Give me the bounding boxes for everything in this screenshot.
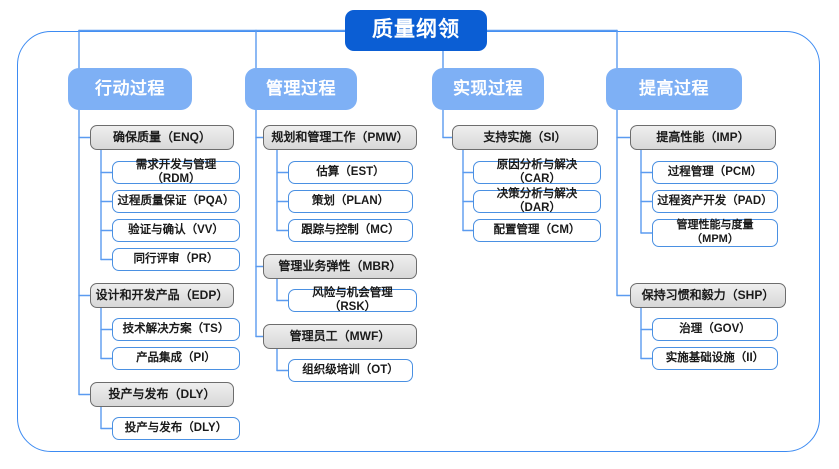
leaf-node-label: 产品集成（PI） [136,351,216,364]
leaf-node-label: 过程管理（PCM） [667,165,763,178]
leaf-node-label: 决策分析与解决（DAR） [496,188,578,214]
column-header[interactable]: 行动过程 [68,68,192,110]
group-node[interactable]: 提高性能（IMP） [630,125,776,150]
leaf-node[interactable]: 估算（EST） [288,161,413,184]
leaf-node-label: 风险与机会管理（RSK） [312,287,393,313]
group-node[interactable]: 保持习惯和毅力（SHP） [630,283,786,308]
group-node[interactable]: 确保质量（ENQ） [90,125,234,150]
leaf-node[interactable]: 投产与发布（DLY） [112,417,240,440]
group-node[interactable]: 管理员工（MWF） [263,324,417,349]
column-header-label: 行动过程 [95,79,165,99]
group-node-label: 保持习惯和毅力（SHP） [641,287,775,302]
root-node-quality-program[interactable]: 质量纲领 [345,10,487,51]
group-node-label: 管理业务弹性（MBR） [278,258,402,273]
leaf-node-label: 估算（EST） [316,165,385,178]
leaf-node[interactable]: 决策分析与解决（DAR） [473,188,601,214]
column-header-label: 实现过程 [453,79,523,99]
leaf-node-label: 过程资产开发（PAD） [657,194,773,207]
leaf-node-label: 过程质量保证（PQA） [117,194,235,207]
group-node[interactable]: 规划和管理工作（PMW） [263,125,417,150]
column-header[interactable]: 管理过程 [245,68,357,110]
group-node[interactable]: 管理业务弹性（MBR） [263,254,417,279]
leaf-node[interactable]: 实施基础设施（II） [652,347,778,370]
leaf-node-label: 管理性能与度量 （MPM） [676,219,754,245]
group-node-label: 投产与发布（DLY） [108,386,216,401]
group-node-label: 管理员工（MWF） [289,328,391,343]
leaf-node[interactable]: 需求开发与管理（RDM） [112,159,240,185]
leaf-node[interactable]: 跟踪与控制（MC） [288,219,413,242]
group-node-label: 支持实施（SI） [483,129,567,144]
group-node-label: 提高性能（IMP） [656,129,750,144]
column-header-label: 提高过程 [639,79,709,99]
leaf-node[interactable]: 过程质量保证（PQA） [112,190,240,213]
leaf-node[interactable]: 配置管理（CM） [473,219,601,242]
leaf-node-label: 策划（PLAN） [311,194,390,207]
leaf-node[interactable]: 风险与机会管理（RSK） [288,287,417,313]
leaf-node[interactable]: 组织级培训（OT） [288,359,413,382]
leaf-node-label: 原因分析与解决（CAR） [496,159,578,185]
leaf-node[interactable]: 管理性能与度量 （MPM） [652,219,778,247]
leaf-node[interactable]: 过程管理（PCM） [652,161,778,184]
leaf-node-label: 跟踪与控制（MC） [301,223,400,236]
group-node-label: 规划和管理工作（PMW） [271,129,409,144]
leaf-node[interactable]: 产品集成（PI） [112,347,240,370]
column-header-label: 管理过程 [266,79,336,99]
leaf-node[interactable]: 过程资产开发（PAD） [652,190,778,213]
leaf-node[interactable]: 原因分析与解决（CAR） [473,159,601,185]
leaf-node[interactable]: 治理（GOV） [652,318,778,341]
leaf-node[interactable]: 技术解决方案（TS） [112,318,240,341]
leaf-node-label: 配置管理（CM） [493,223,581,236]
leaf-node-label: 技术解决方案（TS） [122,322,230,335]
leaf-node-label: 需求开发与管理（RDM） [135,159,217,185]
column-header[interactable]: 提高过程 [606,68,742,110]
column-header[interactable]: 实现过程 [432,68,544,110]
leaf-node-label: 实施基础设施（II） [665,351,765,364]
group-node[interactable]: 支持实施（SI） [452,125,598,150]
leaf-node[interactable]: 验证与确认（VV） [112,219,240,242]
leaf-node[interactable]: 同行评审（PR） [112,248,240,271]
leaf-node-label: 同行评审（PR） [133,252,219,265]
group-node-label: 确保质量（ENQ） [112,129,211,144]
leaf-node-label: 治理（GOV） [679,322,751,335]
leaf-node-label: 组织级培训（OT） [302,363,399,376]
leaf-node-label: 验证与确认（VV） [128,223,224,236]
group-node[interactable]: 设计和开发产品（EDP） [90,283,234,308]
leaf-node-label: 投产与发布（DLY） [124,421,228,434]
leaf-node[interactable]: 策划（PLAN） [288,190,413,213]
group-node-label: 设计和开发产品（EDP） [95,287,229,302]
group-node[interactable]: 投产与发布（DLY） [90,382,234,407]
